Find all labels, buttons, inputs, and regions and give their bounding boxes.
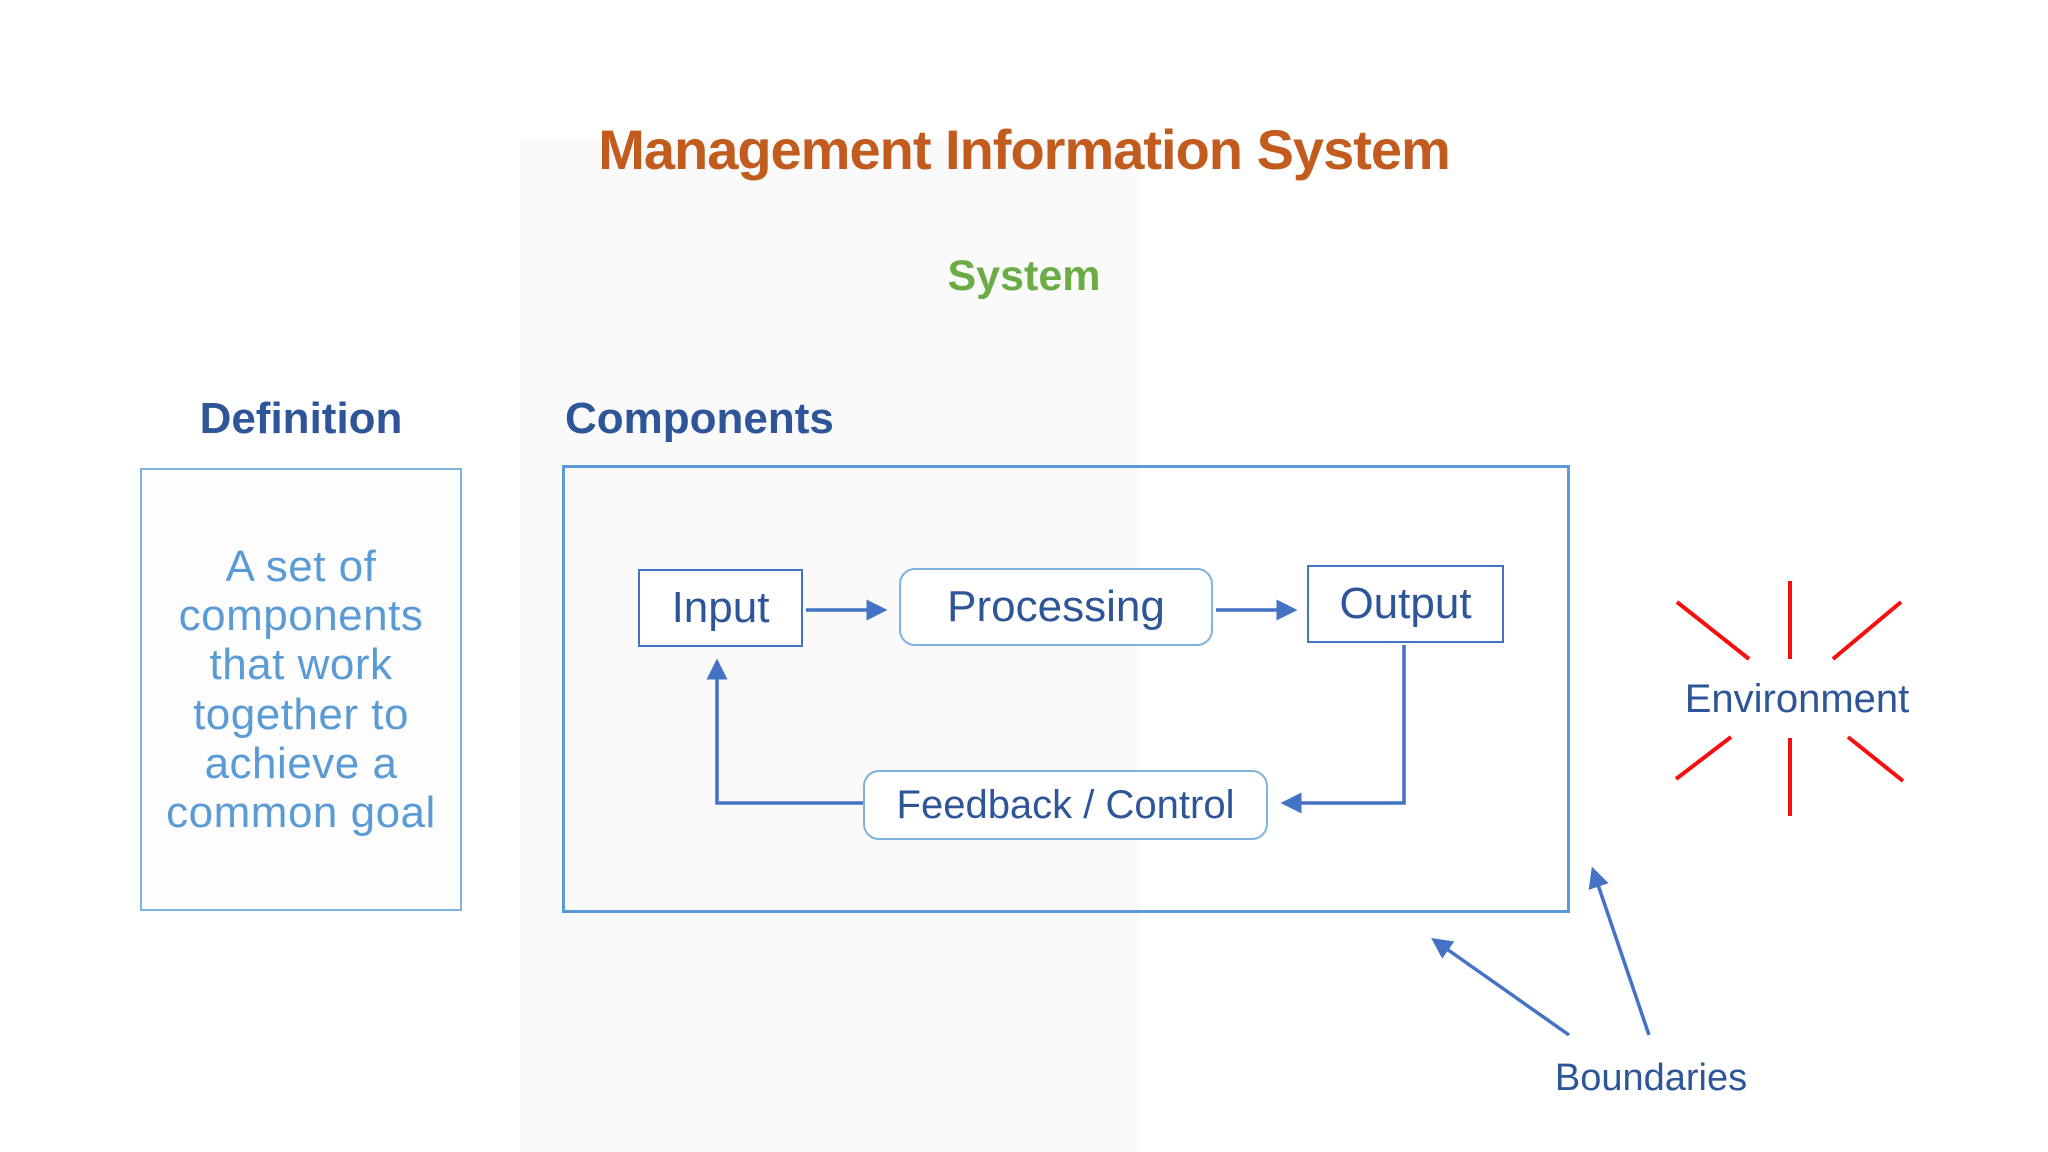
feedback-node: Feedback / Control <box>863 770 1268 840</box>
input-node: Input <box>638 569 803 647</box>
slide-title: Management Information System <box>598 118 1451 181</box>
output-node: Output <box>1307 565 1504 643</box>
boundary-arrow-to-bottom-edge <box>1431 937 1571 1037</box>
ray-bottom-right <box>1846 735 1905 783</box>
system-label: System <box>947 252 1101 300</box>
ray-bottom-left <box>1674 735 1733 781</box>
processing-node: Processing <box>899 568 1213 646</box>
components-boundary-box <box>562 465 1570 913</box>
ray-top-left <box>1675 600 1751 661</box>
boundary-arrow-to-right-edge <box>1588 866 1651 1036</box>
boundaries-label: Boundaries <box>1554 1057 1748 1099</box>
definition-box: A set of components that work together t… <box>140 468 462 911</box>
ray-top-right <box>1831 600 1903 661</box>
environment-label: Environment <box>1684 677 1910 721</box>
definition-heading: Definition <box>199 394 403 443</box>
definition-text: A set of components that work together t… <box>166 541 436 838</box>
components-heading: Components <box>565 394 834 443</box>
